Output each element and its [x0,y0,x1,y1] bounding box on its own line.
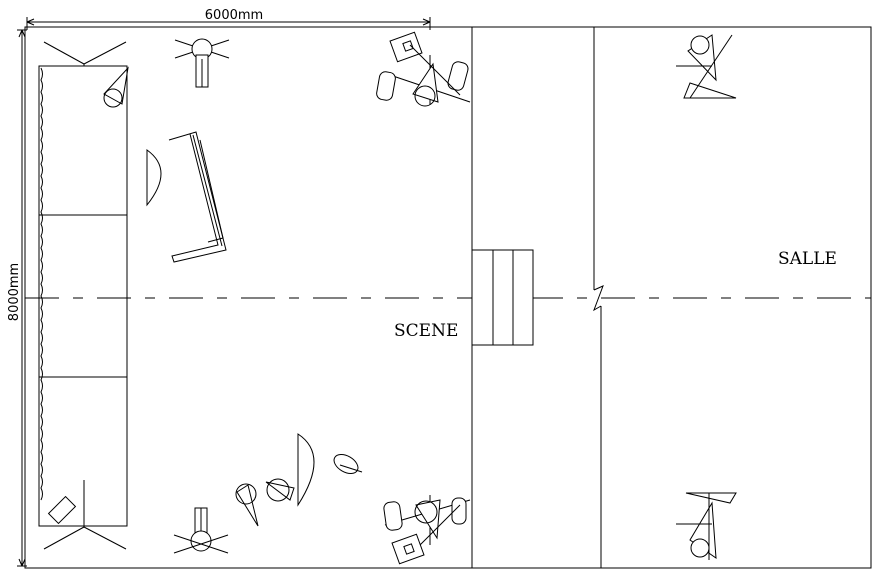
microphone-icon [173,507,229,554]
spotlight-icon [265,478,295,502]
spotlight-stand-top-right [676,34,737,99]
stage-label: SCENE [394,321,458,341]
backdrop-platform [38,65,128,527]
spotlight-stand-bottom-right [676,492,737,560]
spotlight-icon [47,495,77,525]
hall-label: SALLE [778,249,837,269]
width-dimension-label: 6000mm [205,8,263,23]
width-dimension: 6000mm [26,8,431,30]
stage-stairs [471,249,534,346]
amplifier-icon [389,31,423,63]
speaker-stand-bottom-left [43,480,127,550]
drum-kit [376,44,471,107]
drum-kit [383,495,471,556]
piano-bench-hatched [146,149,162,207]
spotlight-icon [103,66,129,108]
piano [168,131,227,263]
amplifier-icon [391,533,425,565]
spotlight-icon [235,483,259,527]
height-dimension: 8000mm [7,29,27,567]
height-dimension-label: 8000mm [7,263,22,321]
stage-light-dark [333,454,363,474]
microphone-icon [174,38,230,88]
curtain-segment-hatched [297,433,315,507]
speaker-stand-top-left [43,41,127,66]
